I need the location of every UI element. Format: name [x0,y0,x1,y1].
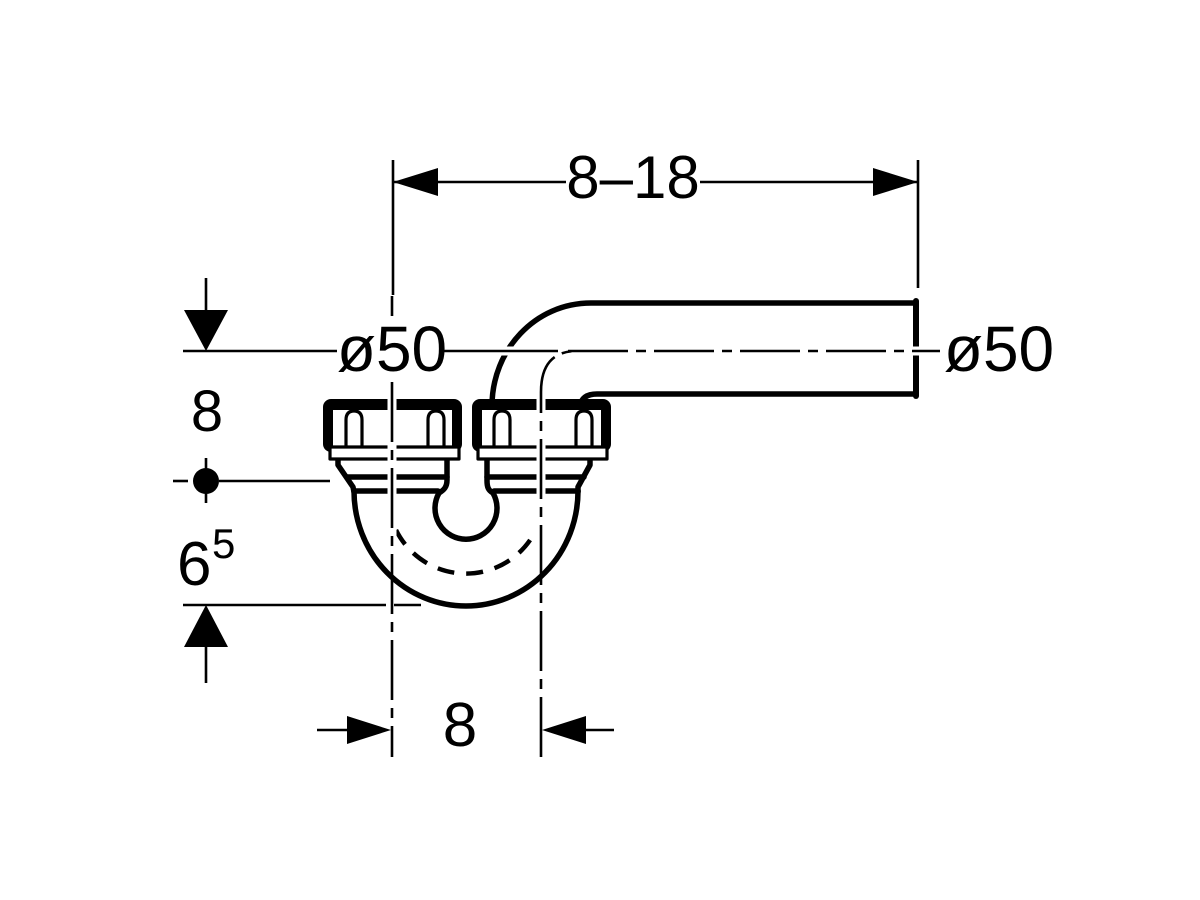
lower-height-label: 6 [177,530,211,599]
nut-left-knurl-slot-1 [344,409,364,449]
outlet-diameter-label: ø50 [944,313,1054,385]
trap-hidden-inner-wall [393,529,539,576]
trap-body [335,457,593,609]
dimension-top-span [391,160,920,295]
nut-left-knurl-slot-2 [426,409,446,449]
labels: 8–18 ø50 ø50 8 6 5 8 [177,144,1054,760]
centerlines [183,296,940,757]
inlet-diameter-label-mask [341,316,442,376]
pipe-inner-bend [577,391,916,409]
bottom-arrowhead-right [542,716,586,744]
top-span-label: 8–18 [566,144,699,211]
pipe-outer-bend [489,300,916,409]
up-arrowhead [184,605,228,647]
inlet-spacing-label: 8 [443,691,477,760]
down-arrowhead [184,310,228,351]
upper-height-label: 8 [191,379,223,444]
inlet-diameter-label: ø50 [337,313,447,385]
arrowhead-left [393,168,438,196]
bottom-arrowhead-left [347,716,391,744]
nut-right-knurl-slot-1 [492,409,512,449]
dimension-left-heights [173,278,330,683]
lower-height-superscript-label: 5 [212,520,235,567]
nut-right-knurl-slot-2 [574,409,594,449]
dimension-inlet-spacing [317,716,614,744]
arrowhead-right [873,168,918,196]
trap-center-pocket [432,457,500,542]
centerline-right-inlet [539,349,578,757]
trap-bowl-outline [351,488,581,609]
